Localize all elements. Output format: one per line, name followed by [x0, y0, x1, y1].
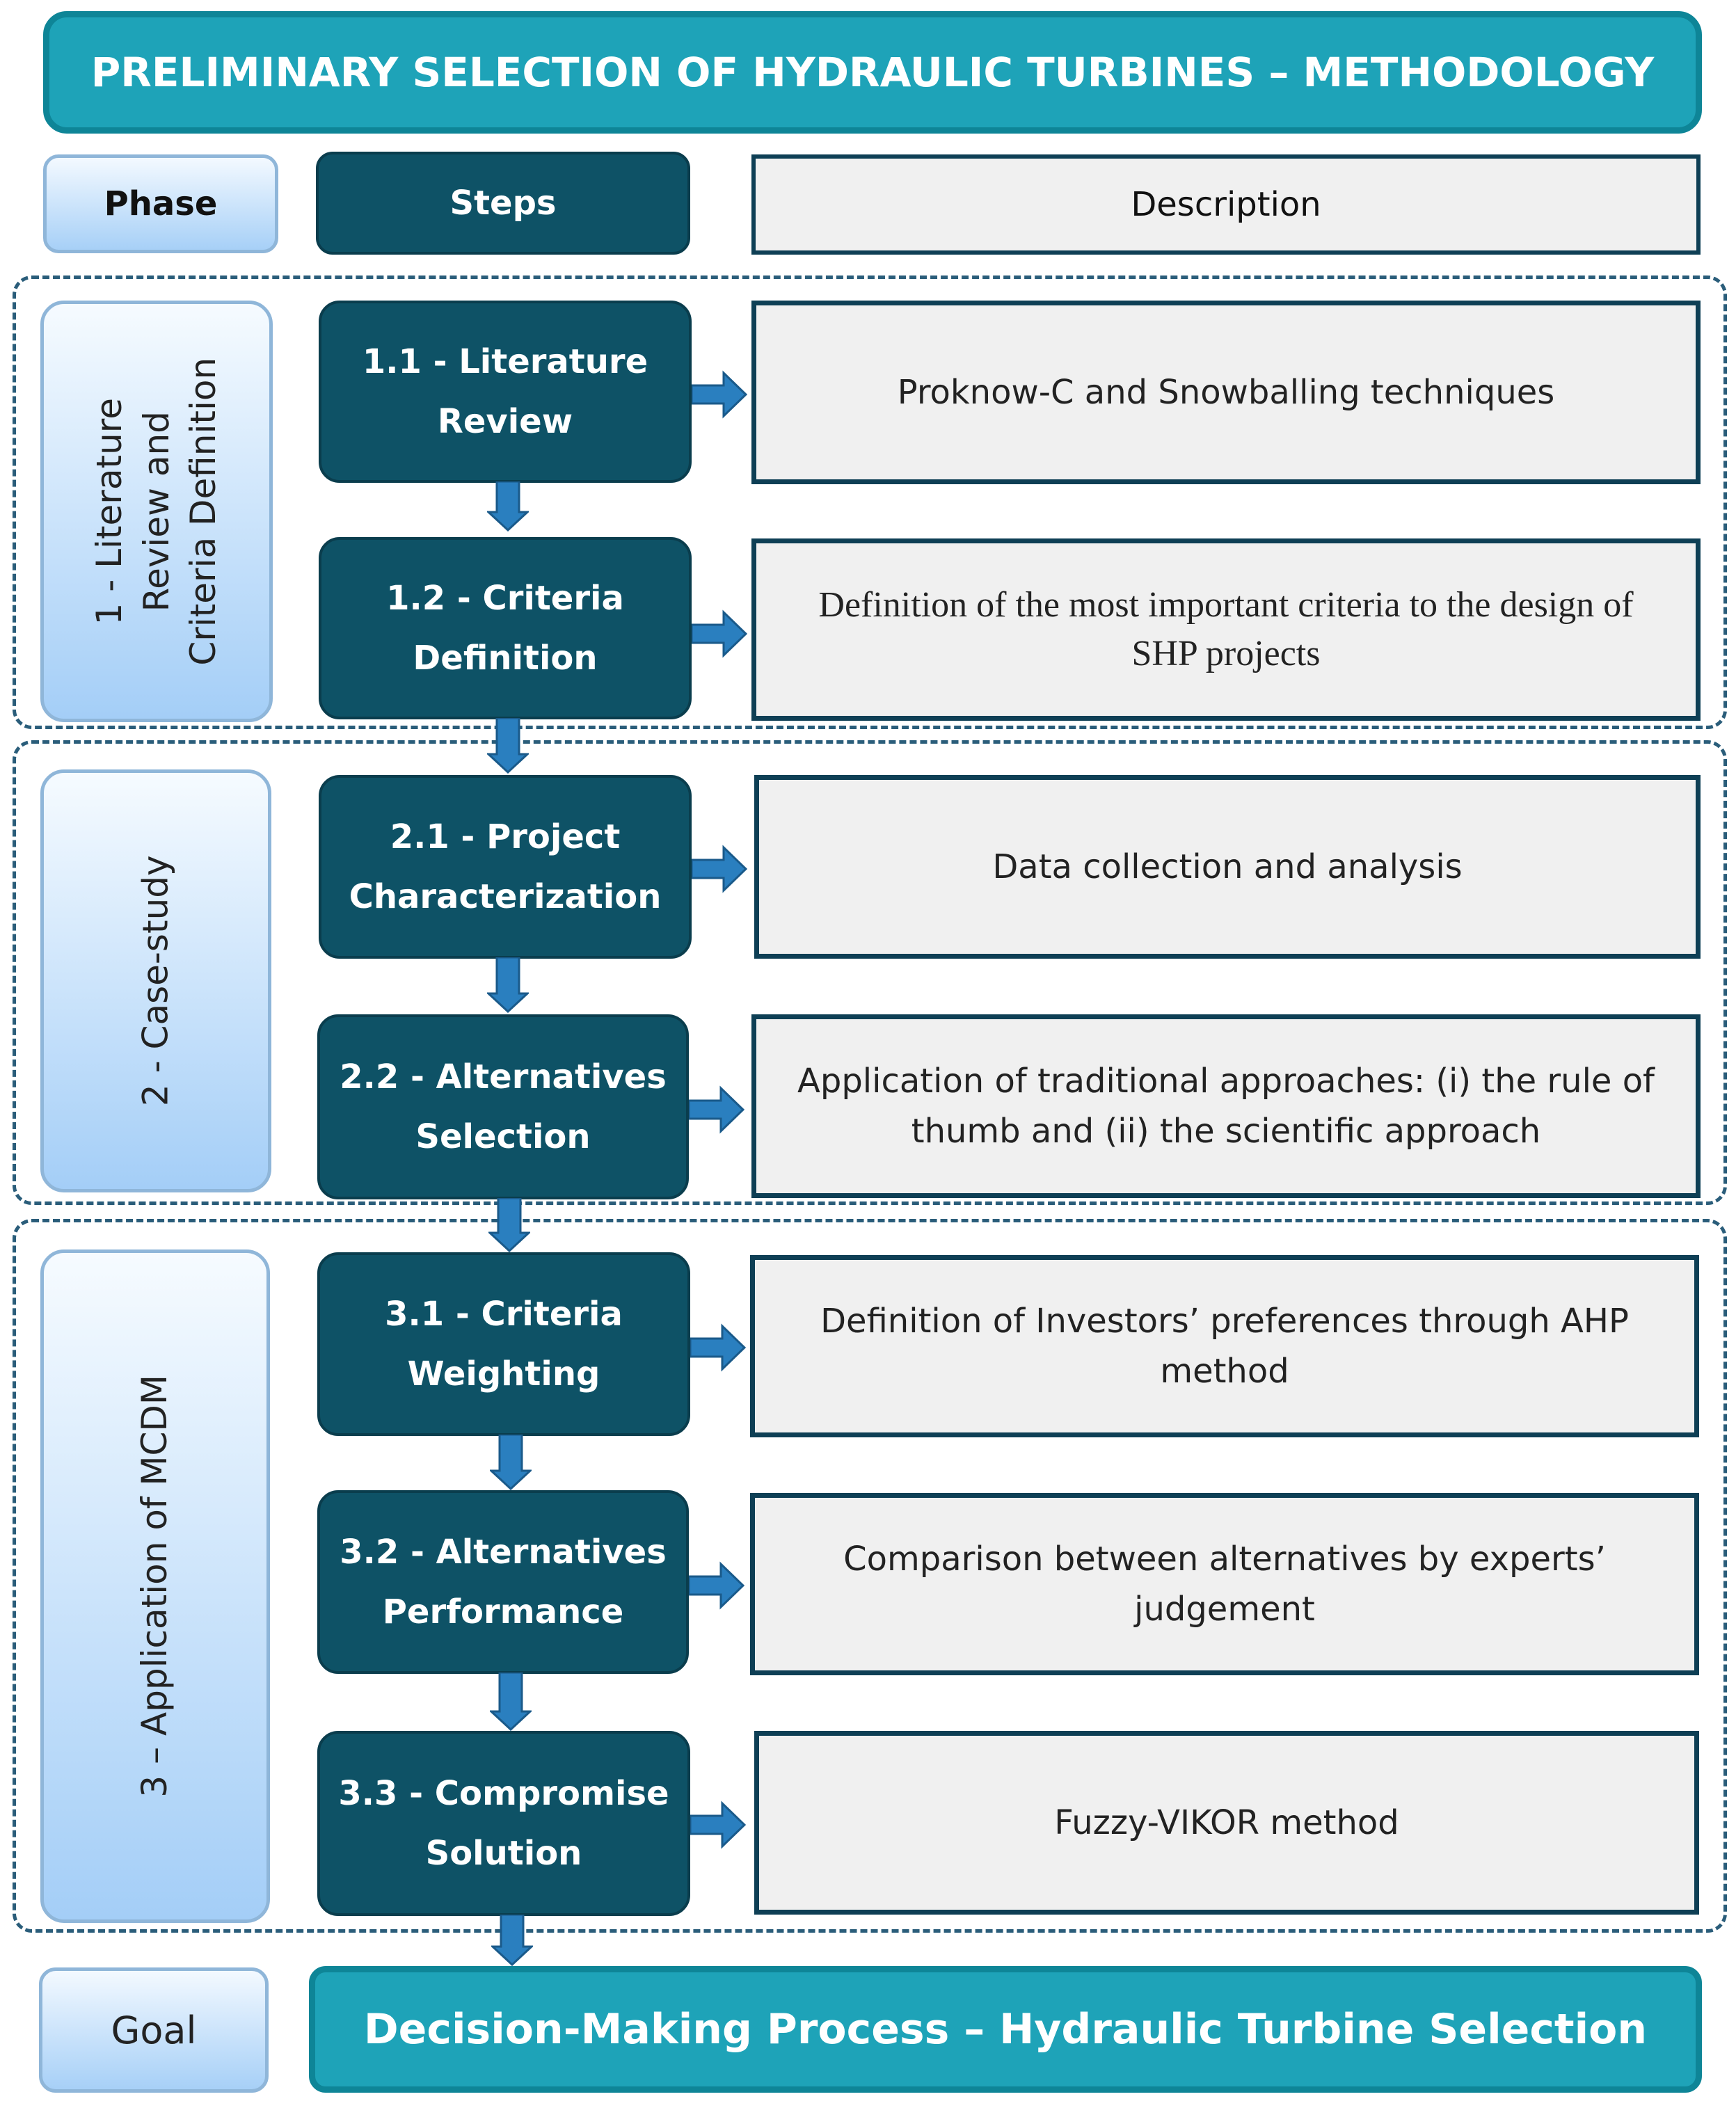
description-1-2: Definition of the most important criteri…: [751, 538, 1701, 721]
phase-column-header: Phase: [43, 154, 278, 253]
arrow-right-3-3: [690, 1800, 746, 1849]
arrow-down-3: [487, 957, 529, 1013]
arrow-down-6: [490, 1672, 532, 1731]
description-2-2: Application of traditional approaches: (…: [751, 1014, 1701, 1198]
diagram-title: PRELIMINARY SELECTION OF HYDRAULIC TURBI…: [43, 11, 1702, 134]
arrow-right-1-2: [692, 609, 747, 658]
goal-text: Decision-Making Process – Hydraulic Turb…: [309, 1966, 1702, 2093]
arrow-right-2-1: [692, 845, 747, 893]
phase-1-group: [13, 276, 1727, 729]
description-2-1: Data collection and analysis: [754, 775, 1701, 959]
arrow-right-2-2: [689, 1085, 744, 1134]
description-3-2: Comparison between alternatives by exper…: [750, 1493, 1699, 1675]
phase-1-box: 1 - Literature Review and Criteria Defin…: [40, 301, 273, 722]
phase-2-group: [13, 740, 1727, 1205]
description-column-header: Description: [751, 154, 1701, 255]
goal-label: Goal: [39, 1967, 269, 2093]
description-3-1: Definition of Investors’ preferences thr…: [750, 1255, 1699, 1437]
phase-2-label: 2 - Case-study: [135, 855, 176, 1107]
phase-2-box: 2 - Case-study: [40, 769, 271, 1192]
phase-3-label: 3 – Application of MCDM: [134, 1375, 175, 1798]
arrow-down-7: [491, 1915, 533, 1966]
arrow-down-5: [490, 1435, 532, 1490]
description-3-3: Fuzzy-VIKOR method: [754, 1731, 1699, 1915]
arrow-down-2: [487, 718, 529, 774]
steps-column-header: Steps: [316, 152, 690, 255]
arrow-right-3-2: [689, 1561, 744, 1610]
arrow-down-1: [487, 481, 529, 532]
arrow-down-4: [488, 1198, 530, 1252]
phase-3-box: 3 – Application of MCDM: [40, 1249, 270, 1923]
phase-1-label: 1 - Literature Review and Criteria Defin…: [88, 357, 223, 666]
arrow-right-1-1: [692, 370, 747, 419]
description-1-1: Proknow-C and Snowballing techniques: [751, 301, 1701, 484]
phase-3-group: [13, 1219, 1727, 1933]
arrow-right-3-1: [690, 1323, 746, 1372]
